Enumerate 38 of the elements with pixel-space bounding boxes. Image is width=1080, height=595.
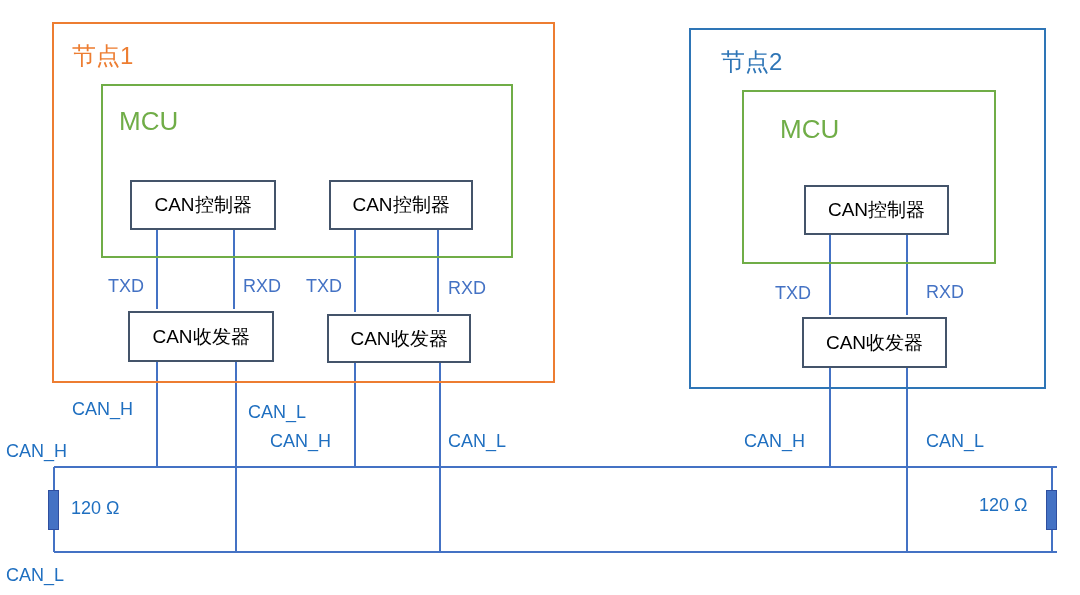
resistor-symbol xyxy=(1046,490,1057,530)
signal-label: CAN_L xyxy=(448,432,507,450)
component-box: CAN控制器 xyxy=(804,185,949,235)
wire xyxy=(1051,466,1053,491)
wire xyxy=(53,529,55,553)
group-frame xyxy=(101,84,513,258)
group-frame xyxy=(742,90,996,264)
bus-line xyxy=(54,466,1057,468)
signal-label: CAN_L xyxy=(926,432,985,450)
signal-label: TXD xyxy=(775,284,811,302)
group-heading: 节点2 xyxy=(721,50,783,74)
group-heading: MCU xyxy=(780,116,840,142)
resistance-label: 120 Ω xyxy=(71,499,120,517)
component-box: CAN控制器 xyxy=(329,180,473,230)
component-box: CAN收发器 xyxy=(128,311,274,362)
component-box: CAN收发器 xyxy=(802,317,947,368)
wire xyxy=(1051,529,1053,553)
group-heading: 节点1 xyxy=(72,44,134,68)
resistor-symbol xyxy=(48,490,59,530)
wire xyxy=(53,466,55,491)
signal-label: RXD xyxy=(448,279,486,297)
signal-label: RXD xyxy=(926,283,964,301)
wire-label: CAN_L xyxy=(6,566,65,584)
signal-label: TXD xyxy=(108,277,144,295)
group-heading: MCU xyxy=(119,108,179,134)
component-box: CAN控制器 xyxy=(130,180,276,230)
signal-label: CAN_H xyxy=(270,432,331,450)
bus-line xyxy=(54,551,1057,553)
signal-label: RXD xyxy=(243,277,281,295)
signal-label: TXD xyxy=(306,277,342,295)
resistance-label: 120 Ω xyxy=(979,496,1028,514)
group-frame xyxy=(689,28,1046,389)
signal-label: CAN_L xyxy=(248,403,307,421)
signal-label: CAN_H xyxy=(72,400,133,418)
signal-label: CAN_H xyxy=(744,432,805,450)
component-box: CAN收发器 xyxy=(327,314,471,363)
group-frame xyxy=(52,22,555,383)
wire-label: CAN_H xyxy=(6,442,67,460)
